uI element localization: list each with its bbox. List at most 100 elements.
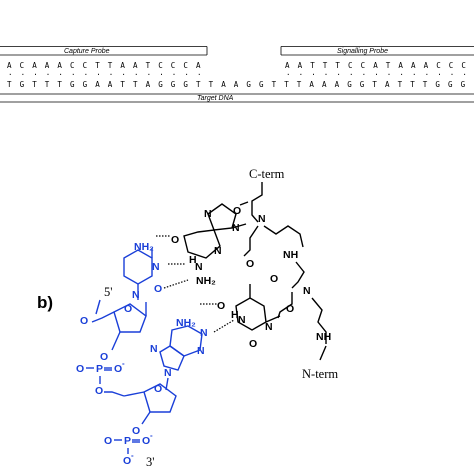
atom-o: O: [142, 435, 150, 447]
atom-nh: NH: [316, 331, 331, 343]
target-dna-label: Target DNA: [197, 95, 234, 102]
hydrogen-bonds: [156, 235, 235, 333]
base-pair-link: ·: [33, 70, 38, 79]
probe-base: T: [146, 61, 151, 70]
atom-n: N: [232, 222, 240, 234]
target-base: G: [448, 80, 453, 89]
base-pair-link: ·: [336, 70, 341, 79]
target-base: G: [83, 80, 88, 89]
target-base: G: [246, 80, 251, 89]
atom-n: N: [197, 345, 205, 357]
atom-o: O: [95, 385, 103, 397]
signalling-probe-bracket: Signalling Probe: [280, 46, 474, 56]
target-base: T: [297, 80, 302, 89]
atom-n: N: [164, 367, 172, 379]
target-base: G: [158, 80, 163, 89]
pna-backbone: C-term O N O NH O N O NH N-term: [233, 167, 338, 381]
base-pair-link: ·: [425, 70, 430, 79]
target-base: T: [398, 80, 403, 89]
probe-base: A: [57, 61, 62, 70]
dna-cytosine-nucleotide: NH₂ N O N: [123, 241, 162, 301]
base-pair-link: ·: [437, 70, 442, 79]
base-pair-link: ·: [84, 70, 89, 79]
base-pair-link: ·: [299, 70, 304, 79]
atom-o: O: [217, 300, 225, 312]
base-pair-link: ·: [286, 70, 291, 79]
base-pair-link: ·: [21, 70, 26, 79]
atom-n: N: [132, 289, 140, 301]
atom-h: H: [231, 309, 239, 321]
target-base: T: [7, 80, 12, 89]
dna-sugar-2: O: [123, 383, 177, 425]
target-base: A: [335, 80, 340, 89]
capture-probe-bracket: Capture Probe: [0, 46, 208, 56]
probe-base: A: [424, 61, 429, 70]
c-term-label: C-term: [249, 167, 285, 181]
target-base: T: [284, 80, 289, 89]
base-pair-link: ·: [450, 70, 455, 79]
probe-base: T: [310, 61, 315, 70]
atom-o: O: [286, 303, 294, 315]
signalling-probe-label: Signalling Probe: [337, 48, 388, 55]
base-pair-link: ·: [311, 70, 316, 79]
target-base: G: [20, 80, 25, 89]
base-pair-link: ·: [71, 70, 76, 79]
panel-b-label: b): [37, 293, 53, 312]
target-base: G: [259, 80, 264, 89]
five-prime-label: 5': [104, 285, 113, 299]
base-pair-link: ·: [96, 70, 101, 79]
probe-base: T: [335, 61, 340, 70]
target-base: G: [360, 80, 365, 89]
target-dna-bar: Target DNA: [0, 93, 474, 103]
atom-nh2: NH₂: [176, 317, 196, 329]
atom-n: N: [258, 213, 266, 225]
atom-o: O: [100, 351, 108, 363]
probe-base: A: [373, 61, 378, 70]
probe-base: T: [323, 61, 328, 70]
atom-p: P: [124, 435, 131, 447]
target-base: A: [95, 80, 100, 89]
atom-n: N: [265, 321, 273, 333]
base-pair-link: ·: [172, 70, 177, 79]
base-pair-link: ·: [46, 70, 51, 79]
atom-n: N: [195, 261, 203, 273]
target-base: T: [32, 80, 37, 89]
base-pair-link: ·: [159, 70, 164, 79]
probe-base: C: [183, 61, 188, 70]
target-base: G: [435, 80, 440, 89]
atom-n: N: [200, 327, 208, 339]
dna-phosphate-2: O O P O - O - 3': [104, 425, 155, 469]
pna-guanine-base: N N O N H N NH₂: [171, 203, 247, 287]
probe-base: T: [386, 61, 391, 70]
atom-n: N: [204, 208, 212, 220]
probe-base: C: [171, 61, 176, 70]
atom-n: N: [238, 314, 246, 326]
target-base: T: [196, 80, 201, 89]
base-pair-link: ·: [121, 70, 126, 79]
probe-base: A: [411, 61, 416, 70]
base-pair-link: ·: [58, 70, 63, 79]
target-base: A: [234, 80, 239, 89]
atom-o: O: [154, 283, 162, 295]
probe-top-links: ·······························: [8, 70, 467, 79]
probe-base: A: [7, 61, 12, 70]
charge-minus: -: [150, 431, 153, 440]
atom-o: O: [132, 425, 140, 437]
atom-nh2: NH₂: [196, 275, 216, 287]
target-base: A: [309, 80, 314, 89]
probe-base: A: [32, 61, 37, 70]
target-base: T: [209, 80, 214, 89]
atom-n: N: [152, 261, 160, 273]
dna-phosphate-1: O O P O - O: [76, 351, 125, 397]
probe-base: A: [298, 61, 303, 70]
probe-base: C: [20, 61, 25, 70]
atom-o: O: [154, 383, 162, 395]
atom-o: O: [246, 258, 254, 270]
base-pair-link: ·: [399, 70, 404, 79]
target-base: T: [120, 80, 125, 89]
target-base: T: [423, 80, 428, 89]
target-base: G: [461, 80, 466, 89]
